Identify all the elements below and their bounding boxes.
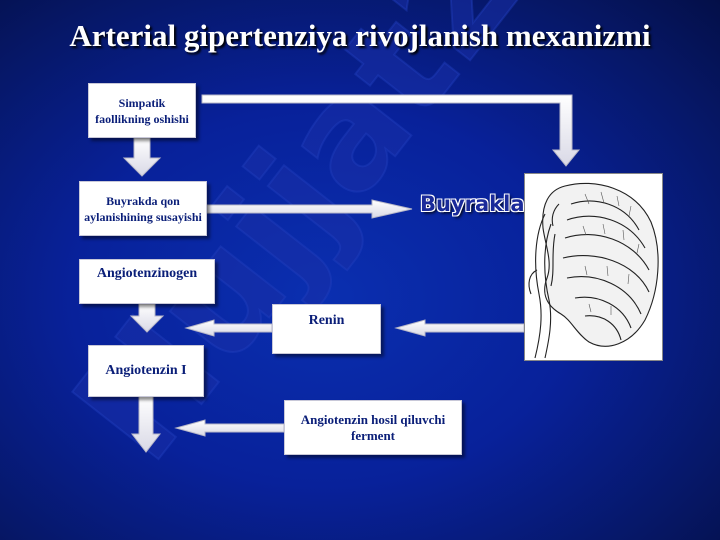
arrow-bloodflow-to-kidney [206, 199, 413, 219]
arrow-ferment-to-left [174, 419, 285, 437]
kidney-drawing [528, 182, 659, 359]
arrow-renin-to-left [184, 319, 273, 337]
arrow-angiotenzin1-down [130, 395, 162, 453]
kidney-label: Buyraklar [420, 192, 535, 216]
arrow-angiotenzinogen-down [129, 303, 165, 333]
box-ferment: Angiotenzin hosil qiluvchi ferment [284, 400, 462, 455]
box-angiotenzin1: Angiotenzin I [88, 345, 204, 397]
box-simpatik: Simpatik faollikning oshishi [88, 83, 196, 138]
box-buyrak-qon: Buyrakda qon aylanishining susayishi [79, 181, 207, 236]
arrow-kidney-to-renin [394, 319, 525, 337]
arrow-simpatik-to-kidney [201, 94, 581, 167]
box-renin: Renin [272, 304, 381, 354]
arrow-simpatik-down [122, 137, 162, 177]
slide-title: Arterial gipertenziya rivojlanish mexani… [69, 18, 651, 53]
box-angiotenzinogen: Angiotenzinogen [79, 259, 215, 304]
kidney-illustration-icon [524, 173, 663, 361]
